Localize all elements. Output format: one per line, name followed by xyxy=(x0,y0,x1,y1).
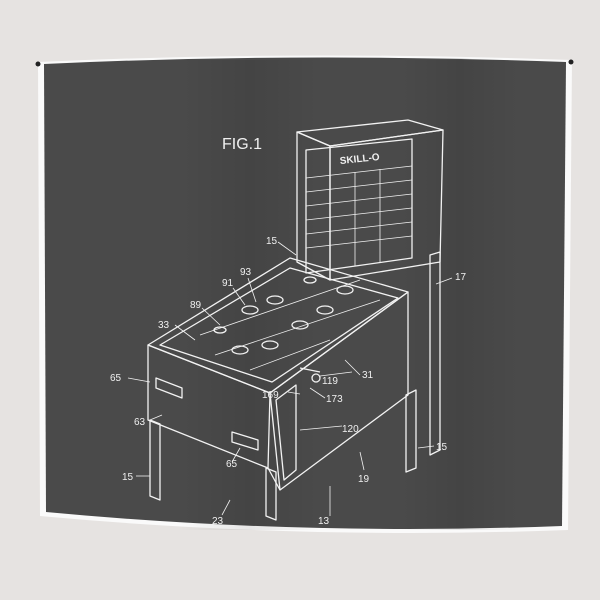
cloth-fold-shadow xyxy=(180,60,320,530)
plunger-knob xyxy=(311,373,321,383)
playfield-glass xyxy=(159,267,399,383)
callout-169: 169 xyxy=(262,390,279,401)
side-panel-front xyxy=(275,384,297,481)
callout-15-top: 15 xyxy=(266,236,278,247)
callout-173: 173 xyxy=(326,394,343,405)
callout-23: 23 xyxy=(212,516,224,527)
leg-front-right xyxy=(265,467,277,521)
callout-31: 31 xyxy=(362,370,374,381)
callout-120: 120 xyxy=(342,424,359,435)
callout-65-bottom: 65 xyxy=(226,459,238,470)
pin-left xyxy=(35,61,41,67)
backbox-brand-text: SKILL-O xyxy=(339,152,380,167)
pin-right xyxy=(568,59,574,65)
leg-backbox xyxy=(429,251,441,456)
callout-15-right: 15 xyxy=(436,442,448,453)
callout-119: 119 xyxy=(322,376,338,387)
callout-17: 17 xyxy=(455,272,467,283)
callout-13: 13 xyxy=(318,516,330,527)
backglass xyxy=(305,138,413,274)
callout-93: 93 xyxy=(240,267,252,278)
callout-63: 63 xyxy=(134,417,146,428)
callout-65-left: 65 xyxy=(110,373,122,384)
callout-19: 19 xyxy=(358,474,370,485)
backglass-grid xyxy=(305,165,413,270)
plunger xyxy=(299,367,321,373)
cloth-fold-shadow xyxy=(400,60,520,530)
callout-leader-lines xyxy=(127,241,453,516)
leg-front-left xyxy=(149,419,161,501)
cabinet-side xyxy=(269,291,409,491)
callout-33: 33 xyxy=(158,320,170,331)
leg-back-right xyxy=(405,389,417,473)
playfield-details xyxy=(199,276,381,371)
cabinet-bottom-edge xyxy=(267,467,281,491)
front-button-right xyxy=(231,431,259,451)
front-button-left xyxy=(155,377,183,399)
pinball-machine-drawing xyxy=(127,119,453,521)
callout-15-left: 15 xyxy=(122,472,134,483)
callout-91: 91 xyxy=(222,278,234,289)
figure-label: FIG.1 xyxy=(222,136,262,153)
callout-89: 89 xyxy=(190,300,202,311)
